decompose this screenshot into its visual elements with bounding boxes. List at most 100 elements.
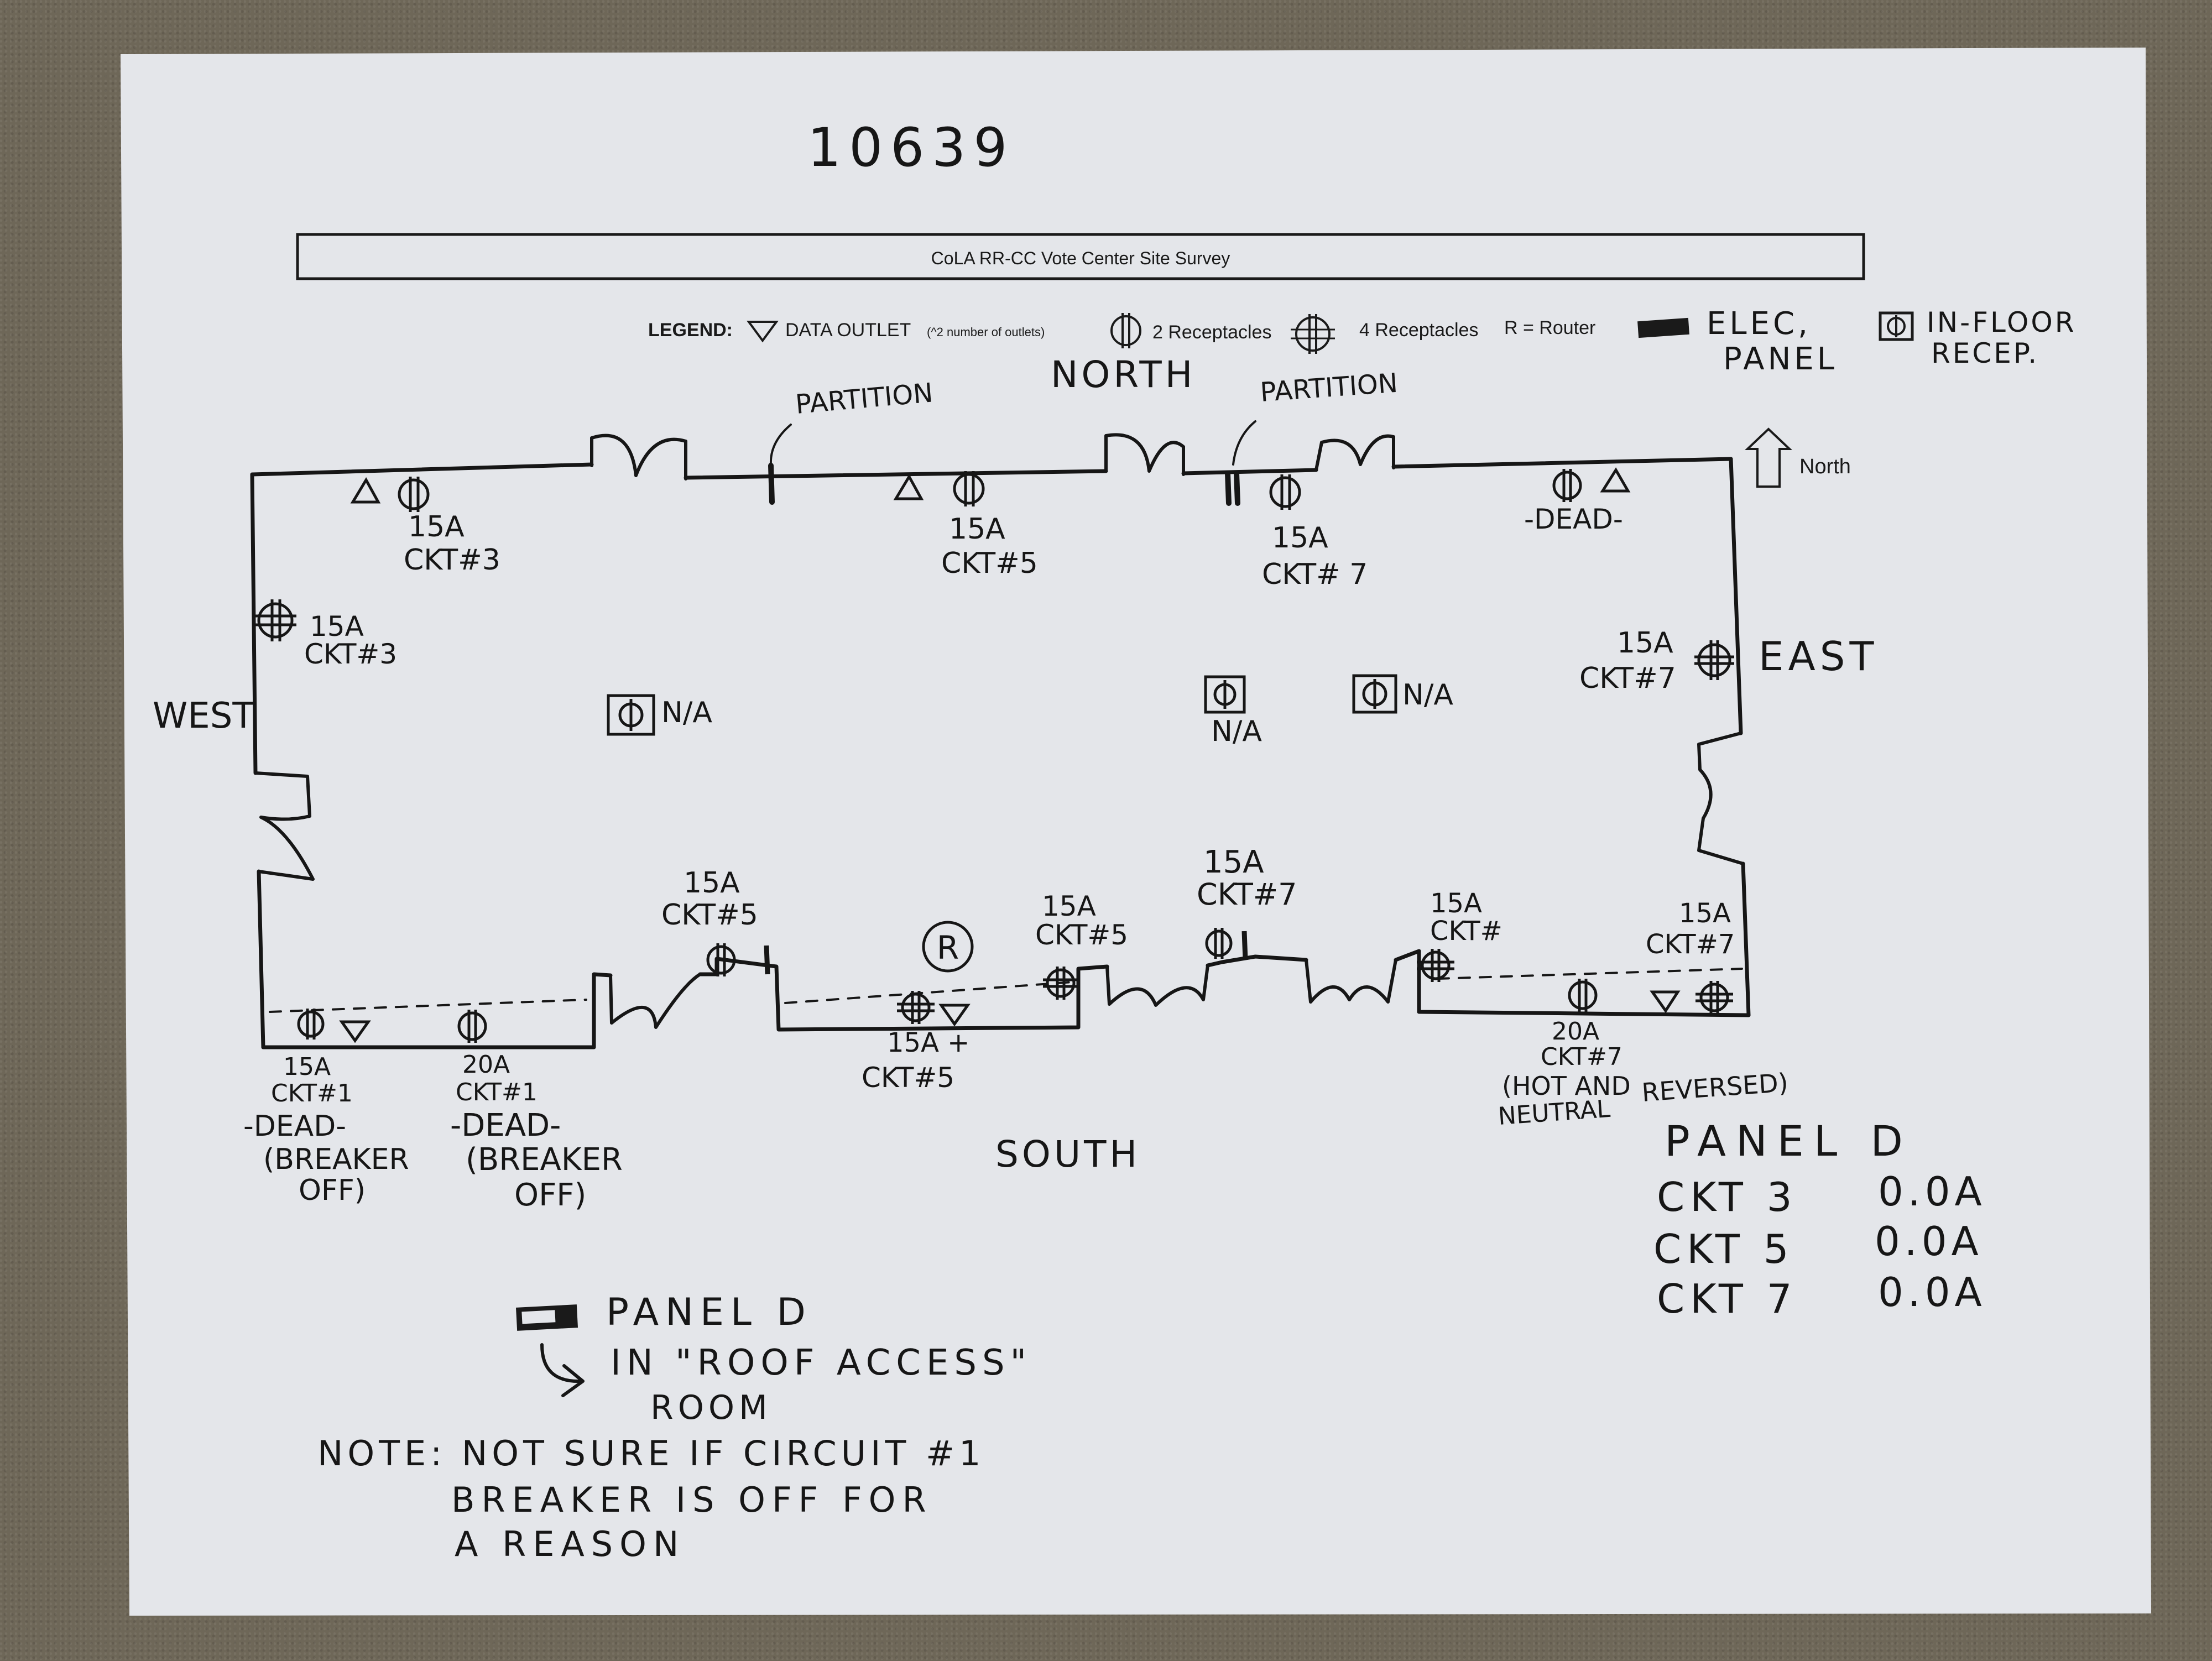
floor-plan: [250, 433, 1751, 1049]
wall-label-south: SOUTH: [995, 1133, 1140, 1176]
label-s4-ckt: CKT#: [1430, 916, 1503, 947]
data-outlet-n4: [1600, 467, 1631, 493]
data-outlet-b5: [1650, 990, 1681, 1014]
label-b4-amps: 20A: [1552, 1017, 1599, 1046]
label-b1-off: OFF): [299, 1174, 366, 1207]
north-wall: [250, 457, 1733, 480]
form-title-box: [296, 233, 1865, 280]
panel-row-2-amps: 0.0A: [1875, 1218, 1983, 1265]
label-s2-ckt: CKT#5: [1035, 919, 1128, 951]
label-s2-amps: 15A: [1042, 890, 1096, 922]
label-n2-amps: 15A: [949, 513, 1005, 546]
panel-row-2-ckt: CKT 5: [1653, 1226, 1794, 1272]
north-door-2: [1104, 433, 1185, 476]
legend-elec-panel-2: PANEL: [1723, 341, 1838, 377]
wall-label-north: NORTH: [1051, 353, 1196, 396]
east-wall: [1729, 457, 1751, 1017]
label-b2-status: -DEAD-: [450, 1108, 561, 1143]
note-line1: NOTE: NOT SURE IF CIRCUIT #1: [317, 1433, 985, 1474]
north-door-3: [1314, 434, 1395, 472]
label-n2-ckt: CKT#5: [941, 547, 1038, 580]
label-s3-amps: 15A: [1203, 844, 1264, 880]
south-door-2: [1105, 964, 1209, 1007]
panel-row-1-ckt: CKT 3: [1657, 1174, 1798, 1220]
receptacle-n3: [1269, 474, 1301, 510]
receptacle-s4: [1417, 949, 1454, 982]
receptacle-b4: [1568, 979, 1598, 1012]
receptacle-n4: [1552, 469, 1582, 502]
general-note: NOTE: NOT SURE IF CIRCUIT #1 BREAKER IS …: [317, 1433, 985, 1564]
receptacle-n2: [953, 471, 985, 506]
data-outlet-n1: [350, 477, 381, 504]
receptacle-s1: [706, 943, 736, 976]
label-b2-off: OFF): [514, 1177, 586, 1213]
label-b2-ckt: CKT#1: [456, 1078, 538, 1106]
label-e1-ckt: CKT#7: [1579, 662, 1676, 695]
label-b1-ckt: CKT#1: [271, 1079, 353, 1108]
panel-location-note: PANEL D IN "ROOF ACCESS" ROOM: [515, 1291, 1032, 1427]
label-b2-breaker: (BREAKER: [466, 1142, 623, 1178]
note-line3: A REASON: [455, 1524, 685, 1564]
form-title: CoLA RR-CC Vote Center Site Survey: [931, 248, 1230, 268]
receptacle-n1: [398, 477, 430, 512]
label-b3-amps: 15A +: [887, 1027, 969, 1058]
south-wall-dashed: [269, 968, 1743, 1013]
label-b1-status: -DEAD-: [243, 1110, 346, 1143]
east-door: [1697, 732, 1745, 865]
receptacle-b2: [457, 1010, 487, 1043]
panel-row-1-amps: 0.0A: [1878, 1168, 1986, 1215]
receptacle-s3: [1205, 928, 1233, 959]
receptacle-b5: [1695, 981, 1733, 1014]
label-n3-ckt: CKT# 7: [1262, 558, 1368, 591]
data-outlet-n2: [893, 473, 924, 500]
label-s5-amps: 15A: [1679, 898, 1731, 929]
label-floor-1: N/A: [661, 696, 712, 729]
in-floor-receptacle-icon: [1879, 311, 1914, 341]
receptacle-s2: [1043, 967, 1078, 1000]
label-b2-amps: 20A: [462, 1051, 510, 1079]
label-n3-amps: 15A: [1272, 521, 1328, 555]
data-outlet-b1: [339, 1020, 371, 1043]
label-s1-ckt: CKT#5: [661, 899, 758, 932]
label-s4-amps: 15A: [1430, 888, 1482, 919]
panel-location-line1: PANEL D: [606, 1291, 812, 1334]
quad-receptacle-icon: [1291, 314, 1335, 354]
label-b1-breaker: (BREAKER: [263, 1143, 409, 1176]
legend-in-floor-2: RECEP.: [1931, 337, 2039, 369]
note-line2: BREAKER IS OFF FOR: [451, 1480, 933, 1520]
south-door-3: [1305, 958, 1397, 1004]
data-outlet-b3: [938, 1004, 971, 1027]
partition-mark-1: [768, 463, 775, 505]
north-door-1: [590, 433, 687, 480]
sheet-number: 10639: [807, 117, 1015, 179]
label-n1-amps: 15A: [408, 510, 465, 544]
legend-elec-panel-1: ELEC,: [1707, 306, 1811, 342]
legend-four-receptacles: 4 Receptacles: [1359, 320, 1478, 341]
partition-leader-2: [1232, 420, 1256, 466]
legend-two-receptacles: 2 Receptacles: [1152, 322, 1271, 343]
label-w1-amps: 15A: [310, 610, 364, 643]
south-wall: [261, 949, 1751, 1049]
panel-row-3-ckt: CKT 7: [1657, 1276, 1798, 1322]
west-wall: [250, 472, 265, 1049]
legend: LEGEND: DATA OUTLET (^2 number of outlet…: [648, 306, 2074, 377]
receptacle-b3: [897, 991, 935, 1024]
duplex-receptacle-icon: [1110, 313, 1141, 348]
receptacle-b1: [297, 1009, 325, 1040]
receptacle-s3-tick: [1241, 931, 1248, 960]
panel-location-arrow: [540, 1343, 585, 1397]
panel-row-3-amps: 0.0A: [1878, 1269, 1986, 1315]
legend-data-outlet-note: (^2 number of outlets): [927, 325, 1045, 339]
south-door-1: [609, 973, 702, 1029]
label-b4-ckt: CKT#7: [1541, 1043, 1623, 1071]
router-letter: R: [937, 929, 959, 967]
wall-label-east: EAST: [1759, 633, 1878, 680]
in-floor-receptacle-1: [607, 694, 655, 736]
receptacle-w1: [254, 599, 296, 641]
receptacle-e1: [1694, 640, 1734, 680]
panel-readings: PANEL D CKT 3 0.0A CKT 5 0.0A CKT 7 0.0A: [1653, 1116, 1986, 1322]
wall-label-west: WEST: [153, 696, 254, 737]
panel-location-line2: IN "ROOF ACCESS": [611, 1343, 1032, 1383]
circuit-labels: 15A CKT#3 15A CKT#5 15A CKT# 7 -DEAD- 15…: [243, 503, 1789, 1213]
